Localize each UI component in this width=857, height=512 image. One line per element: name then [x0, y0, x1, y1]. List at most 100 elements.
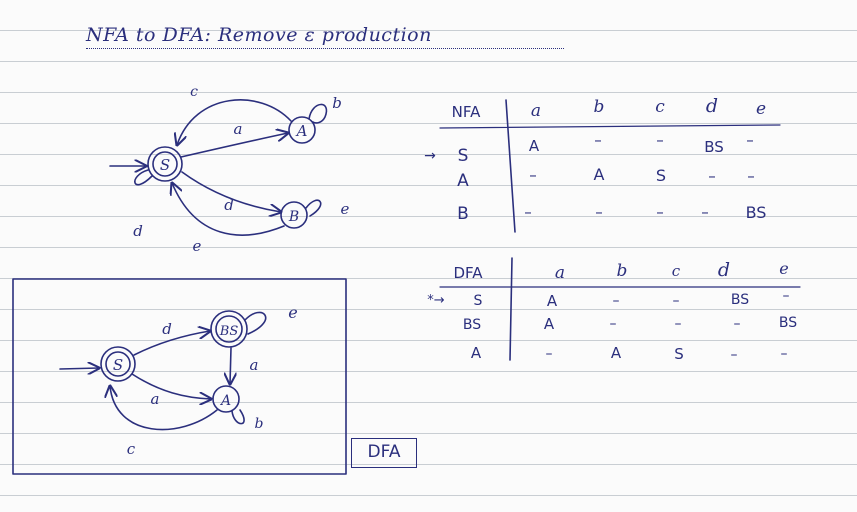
dfa-row-s-e: –	[783, 288, 790, 304]
dfa-edge-s-bs-d	[133, 331, 210, 356]
dfa-edge-label-a: a	[151, 390, 160, 408]
dfa-row-bs-d: –	[734, 316, 741, 332]
nfa-state-s-inner	[152, 151, 178, 177]
dfa-row-bs-c: –	[675, 316, 682, 332]
dfa-row-a-state: A	[471, 344, 482, 362]
nfa-row-a-d: –	[708, 167, 716, 185]
dfa-edge-label-d: d	[162, 320, 172, 338]
nfa-state-s-outer	[147, 146, 183, 182]
dfa-state-bs-label: BS	[219, 324, 239, 339]
nfa-table: NFA a b c d e → S A – – BS – A – A S – –…	[424, 95, 781, 233]
nfa-table-corner: NFA	[452, 103, 481, 121]
dfa-state-bs-inner	[215, 315, 243, 343]
nfa-state-b-label: B	[288, 209, 299, 225]
dfa-row-bs-b: –	[610, 316, 617, 332]
nfa-col-c: c	[655, 97, 665, 117]
dfa-diagram: S BS A d e a	[59, 303, 298, 458]
dfa-row-s-c: –	[673, 293, 680, 309]
nfa-row-s-b: –	[594, 131, 602, 149]
nfa-edge-label-b: b	[332, 94, 342, 112]
nfa-row-b-e: BS	[746, 203, 767, 222]
dfa-row-s-state: S	[474, 293, 483, 309]
dfa-state-s: S	[100, 346, 136, 382]
nfa-edge-label-a: a	[234, 120, 243, 138]
dfa-state-a: A	[212, 385, 240, 413]
dfa-self-loop-a	[231, 409, 245, 425]
nfa-row-a-a: –	[529, 166, 537, 184]
nfa-col-a: a	[531, 101, 541, 121]
dfa-table: DFA a b c d e *→ S A – – BS – BS A – – –…	[427, 257, 801, 363]
nfa-row-s-state: S	[458, 146, 469, 166]
dfa-box	[12, 278, 347, 475]
nfa-edge-label-c: c	[190, 84, 198, 100]
nfa-edge-a-s-c	[177, 99, 292, 145]
nfa-state-s: S	[147, 146, 183, 182]
nfa-row-b-c: –	[656, 203, 664, 221]
dfa-col-e: e	[779, 259, 788, 278]
dfa-state-a-circle	[212, 385, 240, 413]
nfa-self-loop-a	[308, 103, 328, 124]
dfa-edge-label-a-down: a	[250, 356, 259, 374]
nfa-state-a: A	[288, 116, 316, 144]
nfa-state-b: B	[280, 201, 308, 229]
nfa-table-vertical-rule	[505, 99, 516, 233]
dfa-start-arrow	[59, 368, 99, 369]
nfa-state-s-label: S	[160, 156, 170, 174]
nfa-state-a-label: A	[295, 122, 308, 140]
nfa-col-d: d	[706, 95, 718, 117]
dfa-row-a-b: A	[611, 344, 622, 362]
nfa-row-a-state: A	[457, 171, 469, 191]
nfa-edge-label-e: e	[341, 200, 350, 218]
dfa-edge-label-e: e	[288, 303, 297, 322]
nfa-edge-s-b-d	[181, 171, 281, 212]
nfa-row-b-state: B	[457, 204, 469, 224]
dfa-edge-label-c: c	[127, 440, 136, 458]
dfa-row-a-d: –	[731, 347, 738, 363]
nfa-edge-s-a-a	[180, 133, 288, 158]
nfa-row-s-marker: →	[424, 148, 436, 164]
dfa-row-s-marker: *→	[427, 293, 445, 308]
nfa-row-s-d: BS	[704, 138, 724, 156]
dfa-row-bs-e: BS	[779, 315, 797, 331]
nfa-row-a-c: S	[656, 166, 666, 185]
dfa-table-vertical-rule	[509, 257, 513, 361]
dfa-row-bs-state: BS	[463, 317, 481, 333]
nfa-table-horizontal-rule	[439, 124, 781, 129]
dfa-state-s-label: S	[113, 356, 123, 374]
dfa-table-corner: DFA	[453, 264, 483, 282]
nfa-col-e: e	[756, 99, 766, 119]
nfa-edge-label-d: d	[224, 196, 234, 214]
dfa-edge-bs-a-a	[230, 347, 231, 384]
nfa-edge-label-d-loop: d	[133, 222, 143, 240]
nfa-row-s-e: –	[746, 131, 754, 149]
nfa-row-a-b: A	[594, 165, 605, 184]
dfa-edge-label-b: b	[255, 416, 264, 432]
dfa-state-a-label: A	[219, 393, 231, 409]
dfa-row-s-d: BS	[731, 292, 749, 308]
dfa-row-a-e: –	[781, 346, 788, 362]
dfa-col-c: c	[672, 262, 681, 280]
nfa-row-s-a: A	[529, 137, 540, 155]
nfa-row-a-e: –	[747, 167, 755, 185]
nfa-row-b-a: –	[524, 203, 532, 221]
dfa-edge-a-s-c	[110, 386, 218, 431]
dfa-col-a: a	[555, 263, 565, 283]
dfa-row-s-b: –	[613, 293, 620, 309]
dfa-state-s-inner	[105, 351, 131, 377]
dfa-row-a-c: S	[674, 345, 684, 363]
dfa-edge-s-a-a	[131, 373, 211, 399]
nfa-self-loop-s	[134, 169, 153, 186]
dfa-self-loop-bs	[244, 311, 267, 335]
dfa-state-bs: BS	[210, 310, 248, 348]
title-underline	[86, 48, 564, 49]
nfa-diagram: S A B c a b d	[109, 84, 350, 255]
nfa-edge-b-s-e	[172, 183, 285, 236]
nfa-col-b: b	[594, 97, 605, 117]
dfa-row-s-a: A	[547, 292, 558, 310]
nfa-row-b-b: –	[595, 203, 603, 221]
dfa-row-bs-a: A	[544, 315, 555, 333]
nfa-row-b-d: –	[701, 203, 709, 221]
nfa-self-loop-b	[305, 199, 322, 217]
nfa-row-s-c: –	[656, 131, 664, 149]
